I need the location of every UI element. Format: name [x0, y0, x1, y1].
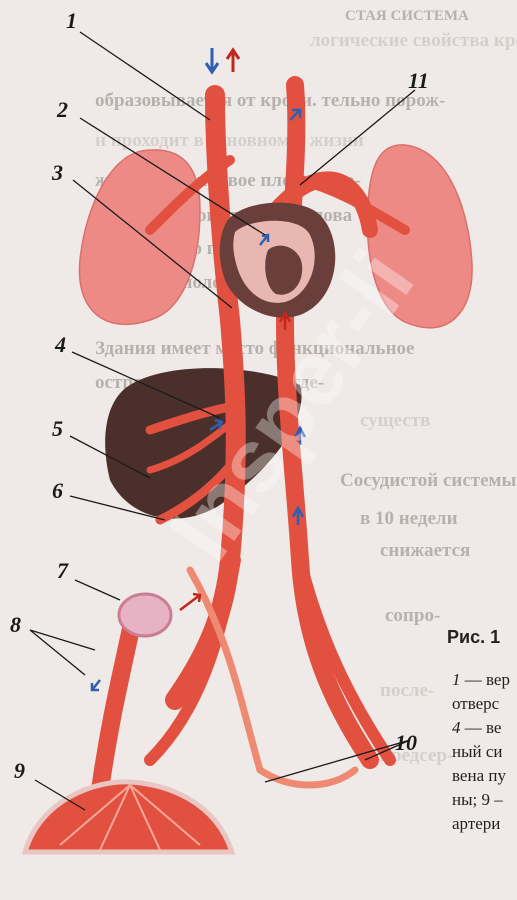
callout-label-6: 6 — [52, 478, 63, 504]
callout-label-11: 11 — [408, 68, 429, 94]
figure-caption-title: Рис. 1 — [447, 627, 500, 648]
callout-label-1: 1 — [66, 8, 77, 34]
callout-label-4: 4 — [55, 332, 66, 358]
umbilical-ring — [119, 594, 171, 636]
callout-label-7: 7 — [57, 558, 68, 584]
callout-label-9: 9 — [14, 758, 25, 784]
figure-caption-line: отверс — [452, 694, 499, 714]
left-lung — [79, 150, 200, 324]
figure-caption-line: ны; 9 – — [452, 790, 503, 810]
figure-caption-line: ный си — [452, 742, 503, 762]
figure-caption-line: 1 — вер — [452, 670, 510, 690]
callout-label-8: 8 — [10, 612, 21, 638]
callout-label-2: 2 — [57, 97, 68, 123]
callout-label-5: 5 — [52, 416, 63, 442]
figure-caption-line: артери — [452, 814, 500, 834]
callout-label-10: 10 — [395, 730, 417, 756]
callout-label-3: 3 — [52, 160, 63, 186]
figure-caption-line: 4 — ве — [452, 718, 501, 738]
figure-caption-line: вена пу — [452, 766, 506, 786]
